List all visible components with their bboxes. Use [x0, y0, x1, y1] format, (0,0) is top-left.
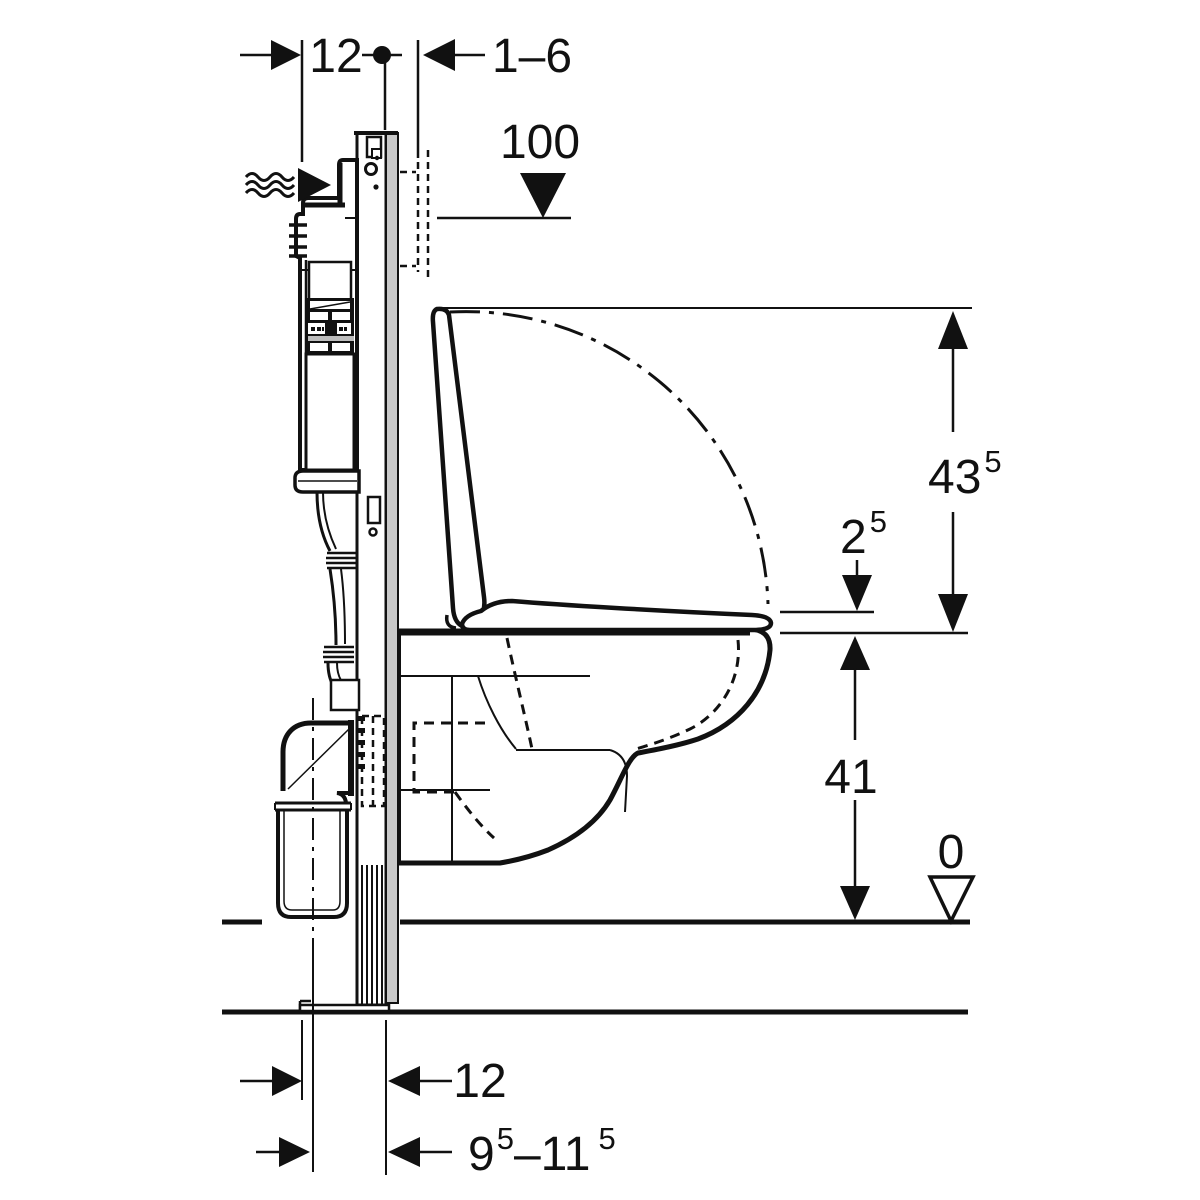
floor-lines — [222, 919, 970, 1015]
frame-rivet-dot — [374, 155, 380, 161]
frame-hole-icon — [364, 162, 378, 176]
dim-arrowhead-left — [423, 39, 455, 71]
level-triangle-open-icon — [927, 875, 976, 925]
water-supply — [244, 168, 331, 202]
frame-profile-strip — [385, 132, 399, 1004]
bowl-outer-profile — [398, 626, 773, 866]
toilet-seat-lid — [430, 306, 774, 633]
flush-bend-spigot — [329, 678, 361, 712]
frame-mid-slot — [366, 495, 382, 525]
water-wave-lines — [244, 172, 296, 198]
elbow-outer — [280, 720, 351, 791]
pipe-coupling-ribs — [323, 645, 354, 664]
level-label-0: 0 — [938, 826, 965, 879]
dim-arrowhead-right — [279, 1137, 310, 1167]
elbow-inner — [336, 791, 351, 804]
frame-foot — [298, 999, 391, 1013]
toilet-seat — [459, 598, 774, 633]
dim-arrowhead-right — [272, 1066, 302, 1096]
wall-finish-range — [400, 150, 430, 278]
lid-swing-arc — [449, 310, 770, 605]
inlet-threads — [289, 223, 307, 258]
reference-dot-icon — [373, 46, 391, 64]
frame-mid-hole — [368, 527, 378, 537]
pipe-coupling-ribs — [326, 551, 356, 570]
dimension-label-lid-height: 435 — [928, 444, 1002, 504]
dimensions: 12 1–6 100 435 25 41 0 — [240, 30, 1002, 1181]
dim-arrowhead-up — [840, 636, 870, 670]
dimension-label-wall-finish: 1–6 — [492, 30, 572, 83]
frame-leg-lines — [361, 865, 383, 1004]
dimension-label-bottom-offset: 12 — [453, 1055, 506, 1108]
lid-bumper — [444, 614, 457, 630]
toilet-lid-open — [430, 306, 487, 630]
level-label-100: 100 — [500, 116, 580, 169]
dim-arrowhead-down — [842, 575, 872, 611]
fixing-bolts — [357, 714, 386, 808]
flush-valve-assembly — [306, 298, 354, 354]
elbow-miter-line — [287, 728, 350, 790]
toilet-bowl — [397, 626, 773, 866]
bowl-inner-lines — [398, 675, 629, 861]
concealed-cistern — [289, 158, 361, 494]
frame-rivet-dot — [373, 184, 379, 190]
dimension-label-top-offset: 12 — [309, 30, 362, 83]
mounting-frame — [298, 131, 399, 1013]
dim-arrowhead-right — [271, 40, 301, 70]
dim-arrowhead-down — [840, 886, 870, 920]
dim-arrowhead-left — [388, 1066, 420, 1096]
bowl-hidden-lines — [412, 637, 741, 840]
frame-rail — [355, 131, 388, 1007]
cistern-lower-box — [304, 352, 356, 472]
overflow-tube — [307, 260, 353, 302]
flush-pipe — [315, 491, 361, 712]
level-triangle-filled-icon — [520, 173, 566, 218]
supply-flow-arrow-icon — [298, 168, 331, 202]
dim-arrowhead-left — [388, 1137, 420, 1167]
dimension-label-seat-clearance: 25 — [840, 504, 887, 564]
dim-arrowhead-up — [938, 311, 968, 349]
dimension-label-rim-height: 41 — [824, 751, 877, 804]
bowl-fill — [398, 629, 771, 863]
dim-arrowhead-down — [938, 594, 968, 632]
